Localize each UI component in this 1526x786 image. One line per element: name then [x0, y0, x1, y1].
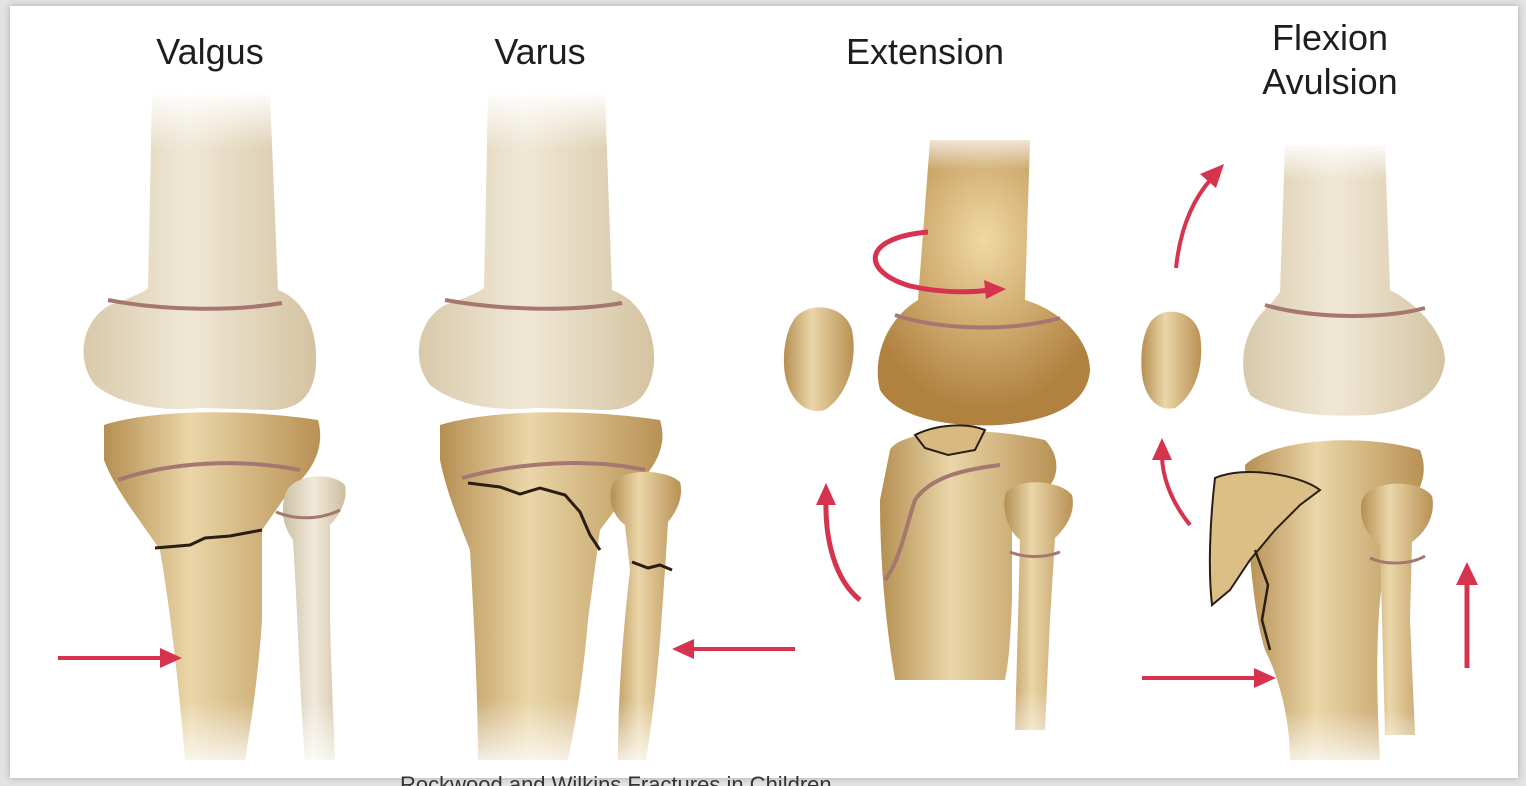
extension-patella [784, 307, 854, 411]
flexion-femur [1243, 145, 1445, 416]
flexion-patella [1141, 312, 1201, 409]
panel-title-flexion: Flexion [1210, 16, 1450, 60]
flexion-vertical-arrow [1456, 562, 1478, 668]
valgus-force-arrow [58, 648, 182, 668]
extension-curved-arrow [816, 483, 860, 600]
panel-title-flexion-avulsion: Flexion Avulsion [1210, 16, 1450, 104]
figure-source-caption: Rockwood and Wilkins Fractures in Childr… [400, 770, 1100, 786]
varus-knee [419, 90, 795, 778]
panel-title-avulsion: Avulsion [1210, 60, 1450, 104]
extension-knee [784, 130, 1100, 778]
flexion-up-curved-arrow [1176, 164, 1224, 268]
panel-title-valgus: Valgus [110, 30, 310, 74]
extension-femur [878, 140, 1090, 425]
flexion-force-arrow [1142, 668, 1276, 688]
varus-force-arrow [672, 639, 795, 659]
flexion-avulsion-knee [1141, 140, 1490, 778]
flexion-curved-arrow [1152, 438, 1190, 525]
panel-title-extension: Extension [805, 30, 1045, 74]
panel-title-varus: Varus [440, 30, 640, 74]
valgus-knee [40, 90, 380, 778]
